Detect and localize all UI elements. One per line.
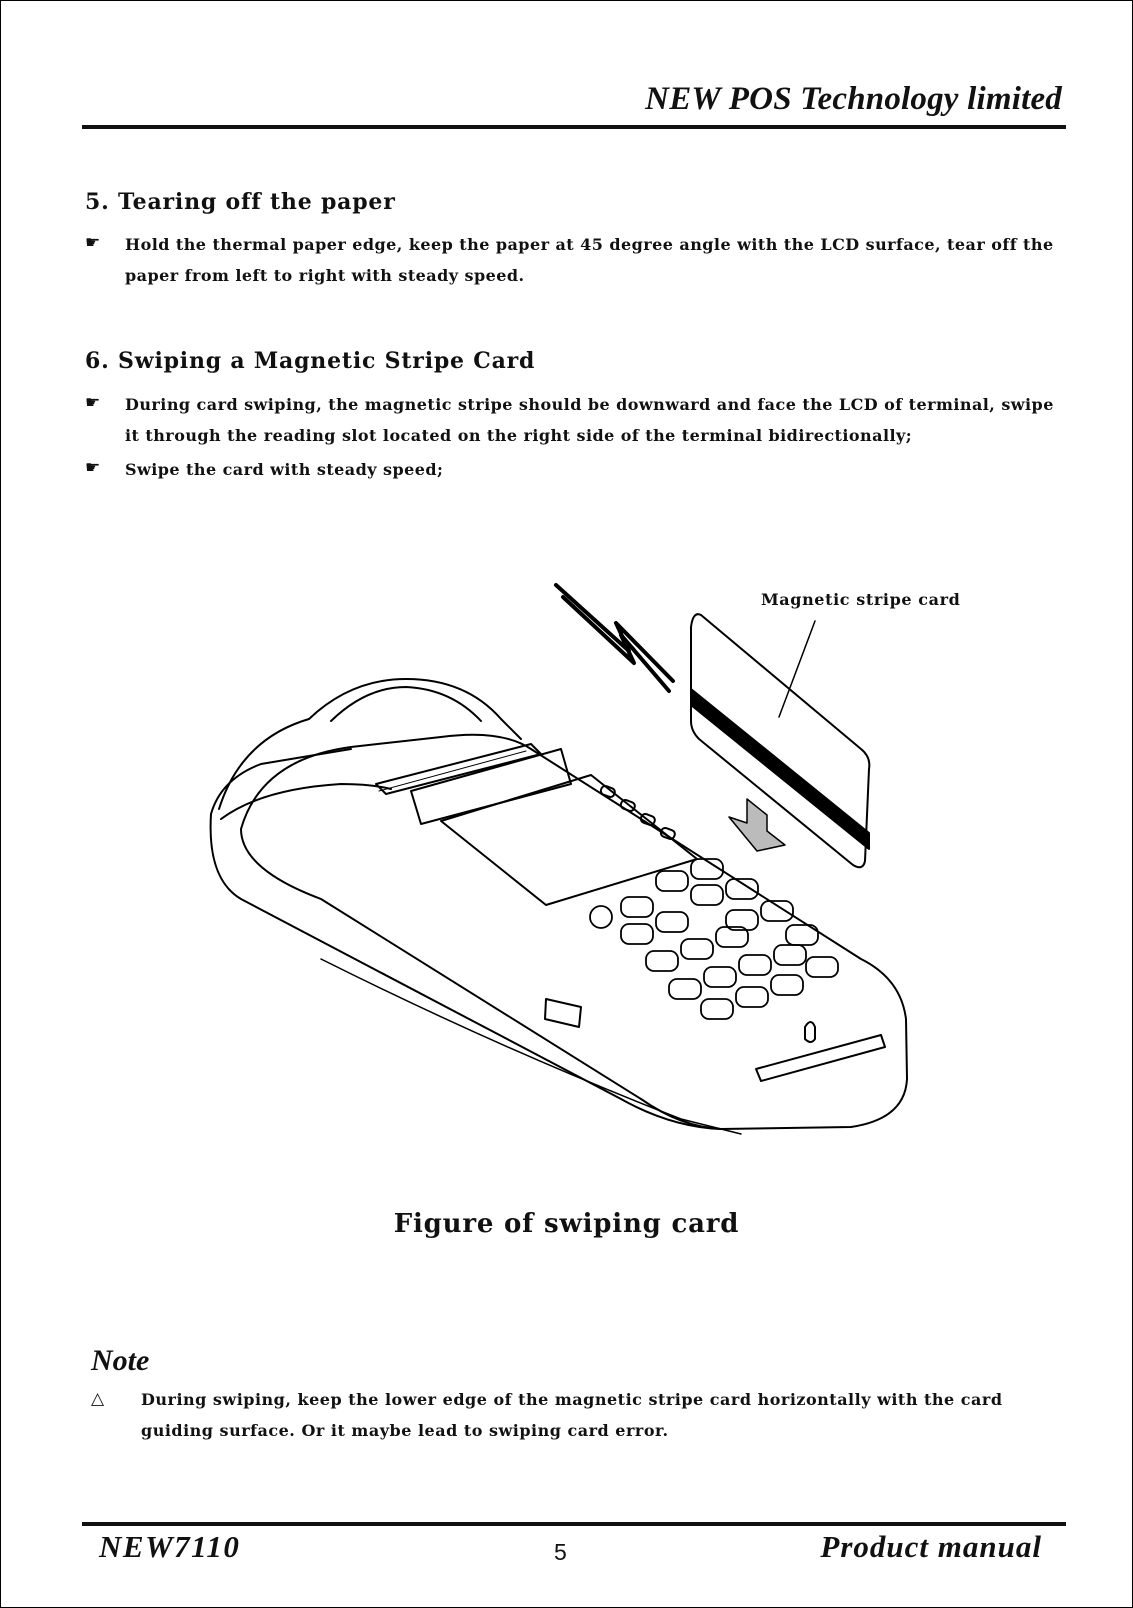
section-5-bullet-1-text: Hold the thermal paper edge, keep the pa… <box>125 235 1054 285</box>
pointing-hand-icon: ☛ <box>85 458 101 478</box>
warning-triangle-icon: △ <box>91 1389 105 1409</box>
down-arrow-icon <box>728 798 786 852</box>
figure-caption: Figure of swiping card <box>393 1209 740 1239</box>
header-company-name: NEW POS Technology limited <box>645 81 1062 117</box>
footer-doc-type: Product manual <box>820 1529 1042 1564</box>
section-5-title: 5. Tearing off the paper <box>85 189 396 215</box>
page-number: 5 <box>554 1539 567 1565</box>
section-6-bullet-1: ☛ During card swiping, the magnetic stri… <box>85 389 1065 451</box>
magnetic-stripe-card <box>690 613 871 869</box>
note-title: Note <box>91 1344 150 1377</box>
note-item: △ During swiping, keep the lower edge of… <box>91 1384 1051 1446</box>
section-6-bullet-2-text: Swipe the card with steady speed; <box>125 460 444 479</box>
pointing-hand-icon: ☛ <box>85 393 101 413</box>
pointing-hand-icon: ☛ <box>85 233 101 253</box>
section-6-bullet-1-text: During card swiping, the magnetic stripe… <box>125 395 1054 445</box>
section-5-bullet-1: ☛ Hold the thermal paper edge, keep the … <box>85 229 1065 291</box>
note-text: During swiping, keep the lower edge of t… <box>141 1390 1003 1440</box>
footer-model-name: NEW7110 <box>99 1529 241 1564</box>
section-6-title: 6. Swiping a Magnetic Stripe Card <box>85 348 536 374</box>
section-6-bullet-2: ☛ Swipe the card with steady speed; <box>85 454 1065 485</box>
motion-arrow-icon <box>554 583 675 693</box>
header-rule <box>82 125 1066 129</box>
footer-rule <box>82 1522 1066 1526</box>
pos-terminal-illustration: Magnetic stripe card <box>209 583 960 1135</box>
keypad <box>589 858 839 1020</box>
callout-line <box>778 620 816 718</box>
magnetic-stripe-card-label: Magnetic stripe card <box>761 590 960 609</box>
